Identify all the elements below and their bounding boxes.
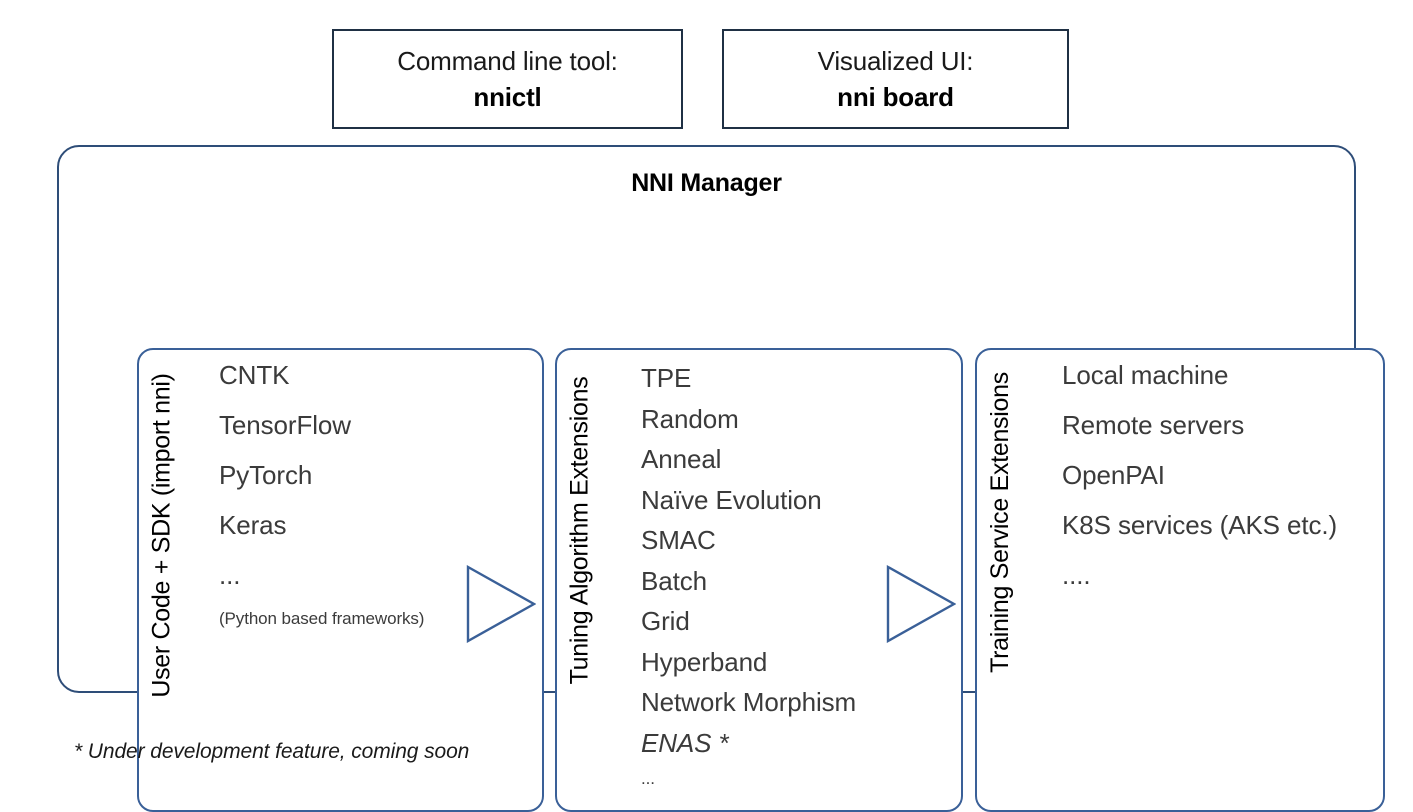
command-line-tool-box: Command line tool: nnictl [332, 29, 683, 129]
list-item-note-label: (Python based frameworks) [219, 609, 425, 628]
list-item-label: K8S services (AKS etc.) [1062, 510, 1338, 540]
list-item-label: ENAS * [641, 727, 729, 758]
visualized-ui-box: Visualized UI: nni board [722, 29, 1069, 129]
list-item-label: CNTK [219, 360, 290, 390]
list-item-label: ... [641, 769, 655, 788]
list-item-label: Remote servers [1062, 410, 1245, 440]
list-item: Random [641, 406, 961, 432]
list-item-label: Hyperband [641, 646, 768, 677]
nni-manager-container: NNI Manager User Code + SDK (import nni)… [57, 145, 1385, 812]
list-item: Naïve Evolution [641, 487, 961, 513]
list-item: K8S services (AKS etc.) [1062, 512, 1383, 538]
list-item-label: .... [1062, 560, 1091, 590]
list-item: PyTorch [219, 462, 542, 488]
list-item-label: Naïve Evolution [641, 484, 822, 515]
command-line-tool-value: nnictl [473, 81, 542, 112]
list-item: Network Morphism [641, 689, 961, 715]
list-item: TensorFlow [219, 412, 542, 438]
list-item: .... [1062, 562, 1383, 588]
list-item-label: Keras [219, 510, 287, 540]
list-item: Local machine [1062, 362, 1383, 388]
visualized-ui-value: nni board [837, 81, 954, 112]
list-item: ... [641, 770, 961, 787]
panel-tuning-algorithm-extensions-side-label: Tuning Algorithm Extensions [557, 350, 603, 810]
list-item-label: TPE [641, 363, 692, 393]
list-item: TPE [641, 365, 961, 391]
list-item-label: SMAC [641, 525, 716, 555]
panel-training-service-extensions-list: Local machine Remote servers OpenPAI K8S… [1062, 362, 1383, 612]
list-item-label: Grid [641, 606, 690, 636]
list-item: Keras [219, 512, 542, 538]
list-item-label: Batch [641, 565, 707, 596]
list-item-label: PyTorch [219, 460, 313, 490]
list-item: Anneal [641, 446, 961, 472]
list-item-label: ... [219, 560, 241, 590]
list-item: ... [219, 562, 542, 588]
footnote: * Under development feature, coming soon [74, 740, 470, 763]
visualized-ui-caption: Visualized UI: [817, 45, 974, 76]
list-item: Hyperband [641, 649, 961, 675]
list-item-label: TensorFlow [219, 410, 351, 440]
list-item-note: (Python based frameworks) [219, 610, 542, 627]
list-item-label: OpenPAI [1062, 460, 1165, 490]
panel-training-service-extensions: Training Service Extensions Local machin… [975, 348, 1385, 812]
list-item-label: Local machine [1062, 360, 1229, 390]
panel-tuning-algorithm-extensions-side-label-text: Tuning Algorithm Extensions [565, 376, 594, 685]
nni-manager-title: NNI Manager [631, 169, 782, 197]
list-item-label: Anneal [641, 444, 722, 474]
panel-tuning-algorithm-extensions: Tuning Algorithm Extensions TPE Random A… [555, 348, 963, 812]
list-item: Grid [641, 608, 961, 634]
panel-user-code-sdk-list: CNTK TensorFlow PyTorch Keras ... (Pytho… [219, 362, 542, 651]
list-item: SMAC [641, 527, 961, 553]
list-item-label: Random [641, 403, 739, 434]
panel-training-service-extensions-side-label-text: Training Service Extensions [985, 372, 1014, 673]
panel-training-service-extensions-side-label: Training Service Extensions [977, 350, 1023, 810]
list-item-enas: ENAS * [641, 730, 961, 756]
panel-tuning-algorithm-extensions-list: TPE Random Anneal Naïve Evolution SMAC B… [641, 365, 961, 802]
list-item: CNTK [219, 362, 542, 388]
list-item: OpenPAI [1062, 462, 1383, 488]
list-item: Batch [641, 568, 961, 594]
list-item-label: Network Morphism [641, 687, 857, 717]
list-item: Remote servers [1062, 412, 1383, 438]
command-line-tool-caption: Command line tool: [397, 45, 618, 76]
panel-user-code-sdk-side-label-text: User Code + SDK (import nni) [147, 373, 176, 698]
